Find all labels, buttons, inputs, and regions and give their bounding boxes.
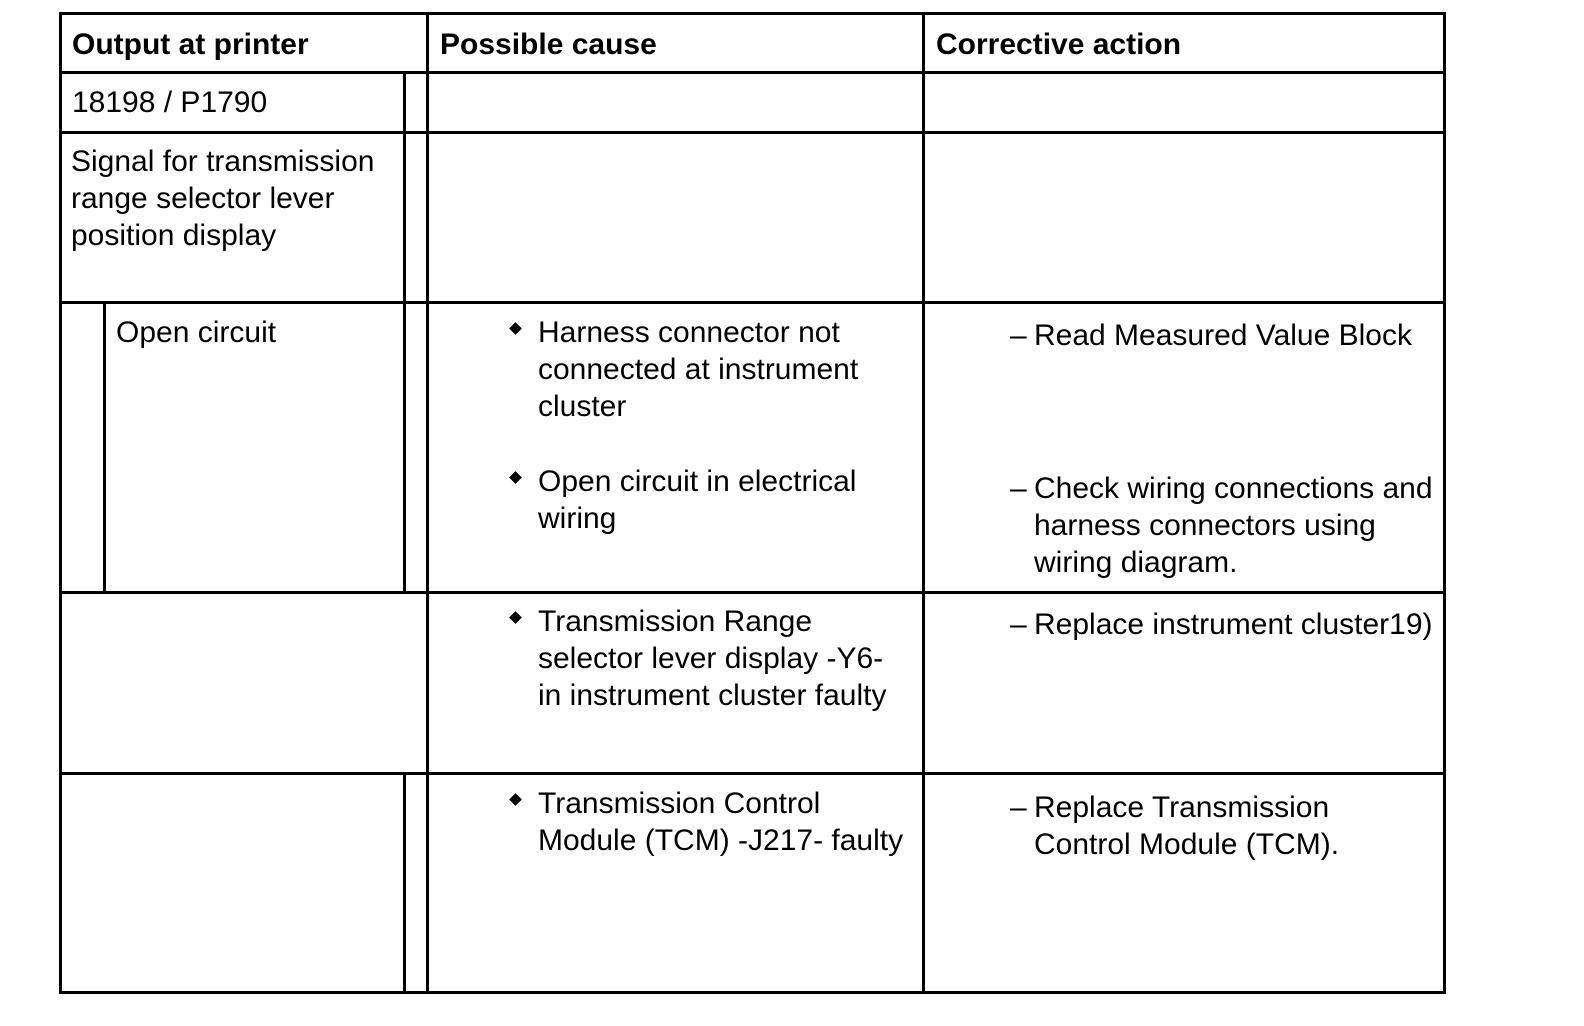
indent-divider	[103, 301, 106, 594]
table-border-bottom	[59, 991, 1446, 994]
bullet-icon	[509, 793, 522, 806]
cause-item: Harness connector not connected at instr…	[509, 314, 913, 425]
header-corrective-action: Corrective action	[936, 28, 1182, 61]
bullet-icon	[509, 471, 522, 484]
table-border-left	[59, 12, 62, 994]
dash-icon: –	[1010, 608, 1027, 641]
column-divider	[922, 12, 925, 994]
action-text: Replace instrument cluster19)	[1034, 608, 1433, 641]
row-divider	[59, 591, 1446, 594]
header-possible-cause: Possible cause	[440, 28, 657, 61]
action-item: – Replace instrument cluster19)	[1010, 606, 1434, 643]
cause-text: Open circuit in electrical wiring	[538, 465, 857, 535]
header-output-at-printer: Output at printer	[72, 28, 309, 61]
dash-icon: –	[1010, 472, 1027, 505]
table-border-top	[59, 12, 1446, 15]
action-item: – Replace Transmission Control Module (T…	[1010, 789, 1434, 863]
table-border-right	[1443, 12, 1446, 994]
fault-code: 18198 / P1790	[72, 86, 268, 119]
bullet-icon	[509, 322, 522, 335]
inner-divider	[403, 71, 406, 594]
cause-text: Transmission Range selector lever displa…	[538, 605, 887, 712]
dash-icon: –	[1010, 791, 1027, 824]
action-text: Check wiring connections and harness con…	[1034, 472, 1433, 579]
action-item: – Read Measured Value Block	[1010, 317, 1434, 354]
fault-type: Open circuit	[116, 316, 277, 349]
row-divider	[59, 71, 1446, 74]
column-divider	[426, 12, 429, 994]
cause-text: Harness connector not connected at instr…	[538, 316, 859, 423]
bullet-icon	[509, 611, 522, 624]
row-divider	[59, 301, 1446, 304]
row-divider	[59, 131, 1446, 134]
action-text: Replace Transmission Control Module (TCM…	[1034, 791, 1340, 861]
cause-item: Transmission Control Module (TCM) -J217-…	[509, 785, 913, 859]
cause-text: Transmission Control Module (TCM) -J217-…	[538, 787, 904, 857]
signal-description: Signal for transmission range selector l…	[71, 145, 375, 252]
action-item: – Check wiring connections and harness c…	[1010, 470, 1434, 581]
inner-divider	[403, 772, 406, 994]
dash-icon: –	[1010, 319, 1027, 352]
row-divider	[59, 772, 1446, 775]
cause-item: Open circuit in electrical wiring	[509, 463, 913, 537]
cause-item: Transmission Range selector lever displa…	[509, 603, 913, 714]
action-text: Read Measured Value Block	[1034, 319, 1412, 352]
